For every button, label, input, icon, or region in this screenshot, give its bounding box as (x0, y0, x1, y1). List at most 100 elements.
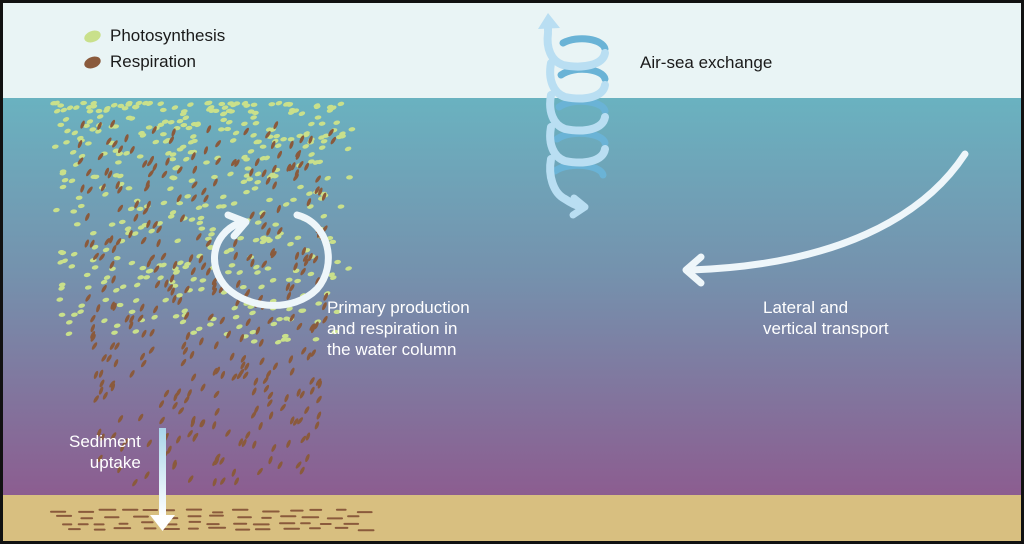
photosynthesis-particle (195, 205, 203, 210)
primary-line-2: and respiration in (327, 319, 458, 338)
respiration-particle (199, 337, 204, 346)
photosynthesis-particle (303, 131, 310, 136)
photosynthesis-particle (207, 105, 215, 110)
photosynthesis-particle (254, 180, 262, 185)
water-column (3, 98, 1021, 495)
photosynthesis-particle (176, 119, 184, 124)
respiration-particle (117, 145, 124, 154)
respiration-particle (164, 279, 169, 288)
respiration-particle (128, 321, 134, 330)
respiration-particle (84, 239, 90, 248)
respiration-particle (259, 357, 265, 366)
photosynthesis-particle (215, 204, 223, 209)
respiration-particle (101, 284, 107, 293)
respiration-particle (294, 251, 300, 261)
respiration-particle (321, 192, 327, 201)
respiration-particle (213, 341, 219, 350)
photosynthesis-particle (91, 265, 99, 270)
respiration-particle (142, 207, 149, 215)
photosynthesis-particle (231, 305, 238, 311)
respiration-particle (85, 294, 91, 302)
respiration-particle (306, 352, 312, 361)
respiration-particle (238, 438, 244, 447)
respiration-particle (167, 445, 172, 454)
respiration-particle (117, 465, 122, 474)
respiration-particle (211, 287, 218, 296)
respiration-particle (179, 214, 185, 223)
photosynthesis-particle (96, 114, 104, 119)
respiration-particle (220, 370, 226, 379)
respiration-particle (110, 119, 116, 128)
respiration-particle (191, 194, 197, 202)
respiration-particle (286, 439, 291, 448)
respiration-particle (242, 371, 249, 379)
photosynthesis-particle (187, 149, 195, 155)
respiration-particle (309, 377, 315, 385)
respiration-particle (239, 334, 245, 343)
photosynthesis-particle (247, 149, 255, 154)
respiration-particle (300, 267, 306, 276)
photosynthesis-particle (70, 209, 78, 214)
photosynthesis-particle (202, 203, 209, 208)
photosynthesis-particle (250, 102, 258, 107)
photosynthesis-particle (182, 115, 190, 121)
respiration-particle (98, 369, 104, 378)
respiration-particle (80, 184, 85, 193)
photosynthesis-particle (70, 251, 78, 257)
photosynthesis-particle (172, 314, 180, 319)
lateral-line-1: Lateral and (763, 298, 849, 317)
photosynthesis-particle (326, 108, 334, 113)
respiration-particle (315, 175, 321, 183)
photosynthesis-particle (187, 140, 195, 145)
photosynthesis-particle (243, 173, 251, 178)
photosynthesis-particle (102, 191, 109, 197)
photosynthesis-particle (218, 101, 226, 107)
photosynthesis-particle (148, 228, 155, 234)
photosynthesis-particle (169, 210, 177, 215)
photosynthesis-particle (64, 128, 71, 134)
photosynthesis-particle (143, 275, 151, 280)
photosynthesis-particle (339, 131, 346, 136)
respiration-particle (160, 252, 167, 261)
photosynthesis-particle (127, 206, 135, 212)
respiration-particle (97, 428, 102, 437)
photosynthesis-particle (220, 117, 228, 123)
respiration-particle (212, 421, 217, 430)
respiration-particle (93, 395, 99, 403)
photosynthesis-particle (331, 329, 339, 335)
photosynthesis-particle (86, 119, 94, 124)
photosynthesis-particle (209, 227, 217, 232)
sediment-line-1: Sediment (69, 432, 141, 451)
respiration-particle (230, 158, 237, 167)
photosynthesis-particle (265, 127, 273, 132)
photosynthesis-particle (61, 178, 69, 183)
photosynthesis-particle (266, 238, 273, 244)
respiration-particle (212, 478, 217, 487)
respiration-particle (295, 461, 302, 469)
respiration-particle (300, 435, 307, 444)
respiration-particle (299, 466, 305, 475)
photosynthesis-particle (77, 203, 85, 209)
photosynthesis-particle (102, 247, 110, 253)
respiration-particle (124, 314, 130, 323)
respiration-particle (240, 355, 247, 363)
respiration-particle (277, 227, 283, 235)
respiration-particle (215, 157, 221, 165)
respiration-particle (305, 432, 311, 441)
respiration-particle (142, 160, 148, 168)
photosynthesis-particle (273, 133, 281, 139)
respiration-particle (310, 324, 316, 334)
respiration-particle (272, 362, 278, 371)
photosynthesis-particle (320, 139, 328, 144)
photosynthesis-particle (56, 297, 64, 302)
respiration-particle (297, 417, 304, 425)
respiration-particle (288, 164, 295, 172)
photosynthesis-particle (199, 278, 207, 283)
photosynthesis-particle (113, 255, 121, 261)
legend-photosynthesis: Photosynthesis (82, 26, 225, 46)
photosynthesis-particle (344, 146, 352, 152)
respiration-particle (255, 326, 261, 335)
photosynthesis-particle (176, 293, 183, 298)
respiration-particle (173, 392, 178, 402)
respiration-particle (270, 251, 277, 259)
